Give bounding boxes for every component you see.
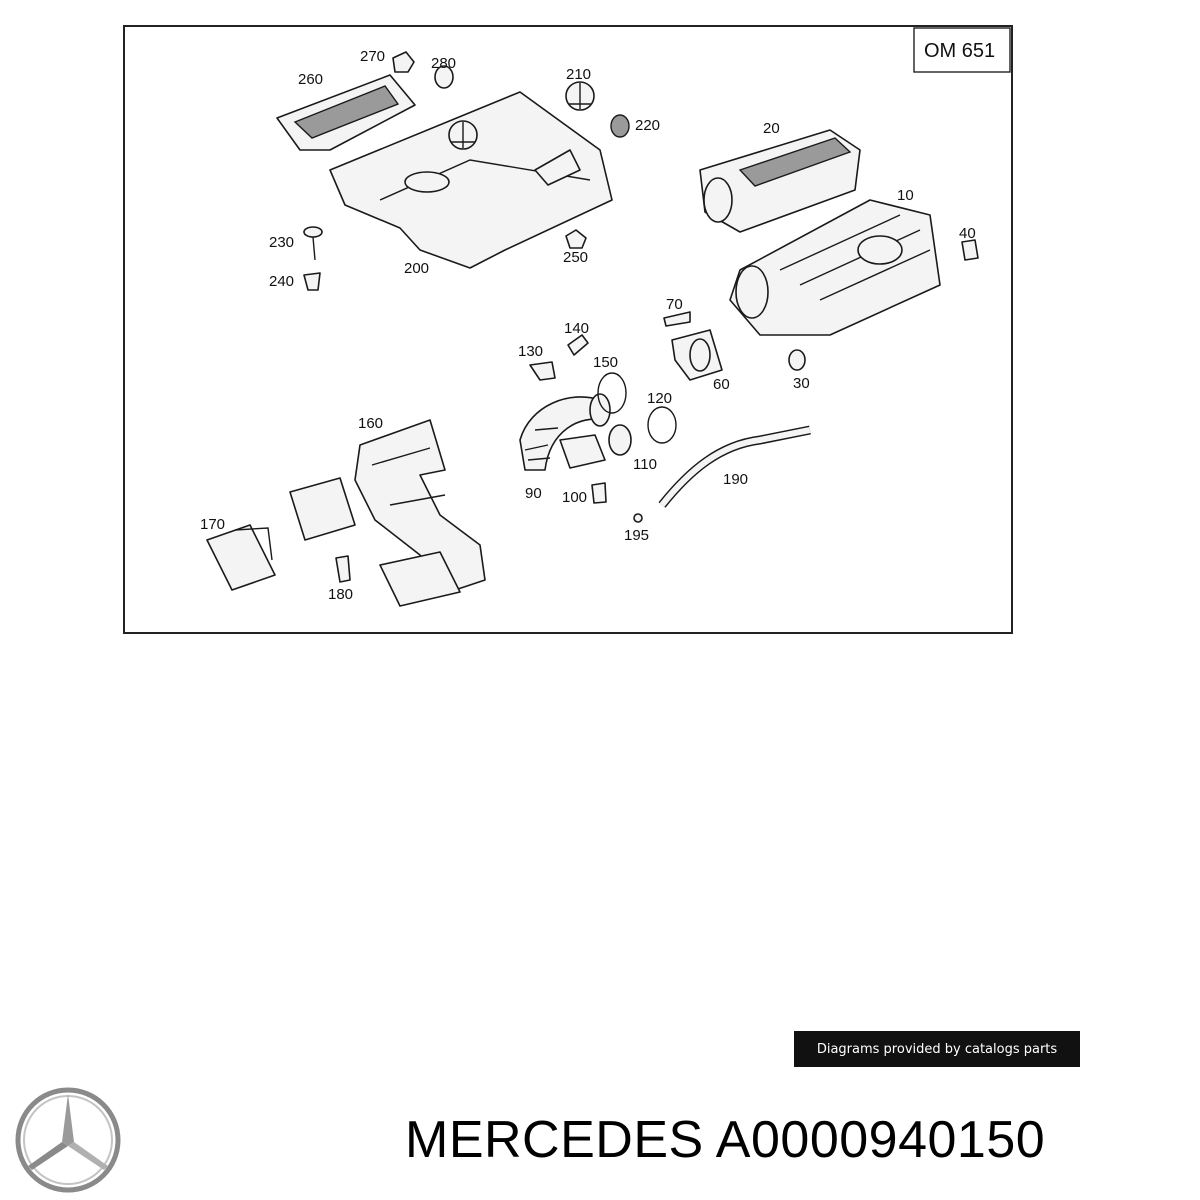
grommet-40 — [961, 239, 979, 261]
part-label: 200 — [404, 260, 429, 277]
part-label: 260 — [298, 71, 323, 88]
mercedes-star-icon — [15, 1087, 121, 1193]
part-label: 140 — [564, 320, 589, 337]
part-label: 250 — [563, 249, 588, 266]
part-label: 170 — [200, 516, 225, 533]
emblem-210 — [565, 81, 595, 111]
seal-110 — [608, 424, 632, 456]
clip-180 — [335, 555, 351, 583]
grommet-280 — [434, 65, 454, 89]
clip-230 — [303, 226, 323, 261]
air-duct-90 — [519, 393, 611, 471]
bolt-70 — [663, 311, 691, 327]
brand-name: MERCEDES — [405, 1111, 704, 1169]
sensor-100 — [591, 482, 607, 504]
breather-hose-190 — [658, 425, 811, 508]
grommet-220 — [610, 114, 630, 138]
engine-cover-200 — [329, 91, 613, 269]
sensor-bolt-140 — [567, 334, 589, 356]
intake-pipe-160 — [289, 419, 486, 607]
nut-270 — [392, 51, 415, 73]
model-label-box — [913, 27, 1011, 73]
part-label: 280 — [431, 55, 456, 72]
part-label: 110 — [633, 456, 657, 473]
brand-part-number: MERCEDES A0000940150 — [405, 1110, 1045, 1170]
sensor-60 — [671, 329, 723, 381]
part-label: 210 — [566, 66, 591, 83]
watermark-banner: Diagrams provided by catalogs parts — [794, 1031, 1080, 1067]
part-label: 130 — [518, 343, 543, 360]
part-label: 100 — [562, 489, 587, 506]
part-label: 60 — [713, 376, 730, 393]
part-label: 160 — [358, 415, 383, 432]
model-label: OM 651 — [924, 40, 995, 62]
part-label: 150 — [593, 354, 618, 371]
part-label: 230 — [269, 234, 294, 251]
clip-240 — [303, 272, 321, 291]
grommet-30 — [788, 349, 806, 371]
filter-housing-10 — [729, 199, 941, 336]
clip-195 — [633, 513, 643, 523]
air-inlet-170 — [206, 524, 276, 591]
part-label: 180 — [328, 586, 353, 603]
part-label: 70 — [666, 296, 683, 313]
part-label: 90 — [525, 485, 542, 502]
clamp-120 — [647, 406, 677, 444]
part-label: 240 — [269, 273, 294, 290]
cover-strip-260 — [276, 74, 416, 151]
part-number: A0000940150 — [715, 1111, 1046, 1169]
part-label: 10 — [897, 187, 914, 204]
part-label: 195 — [624, 527, 649, 544]
part-label: 120 — [647, 390, 672, 407]
clamp-150 — [597, 372, 627, 414]
part-label: 190 — [723, 471, 748, 488]
nut-250 — [565, 229, 587, 249]
part-label: 270 — [360, 48, 385, 65]
filter-element-20 — [699, 129, 861, 233]
part-label: 20 — [763, 120, 780, 137]
part-label: 30 — [793, 375, 810, 392]
sensor-130 — [529, 361, 556, 381]
part-label: 220 — [635, 117, 660, 134]
part-label: 40 — [959, 225, 976, 242]
